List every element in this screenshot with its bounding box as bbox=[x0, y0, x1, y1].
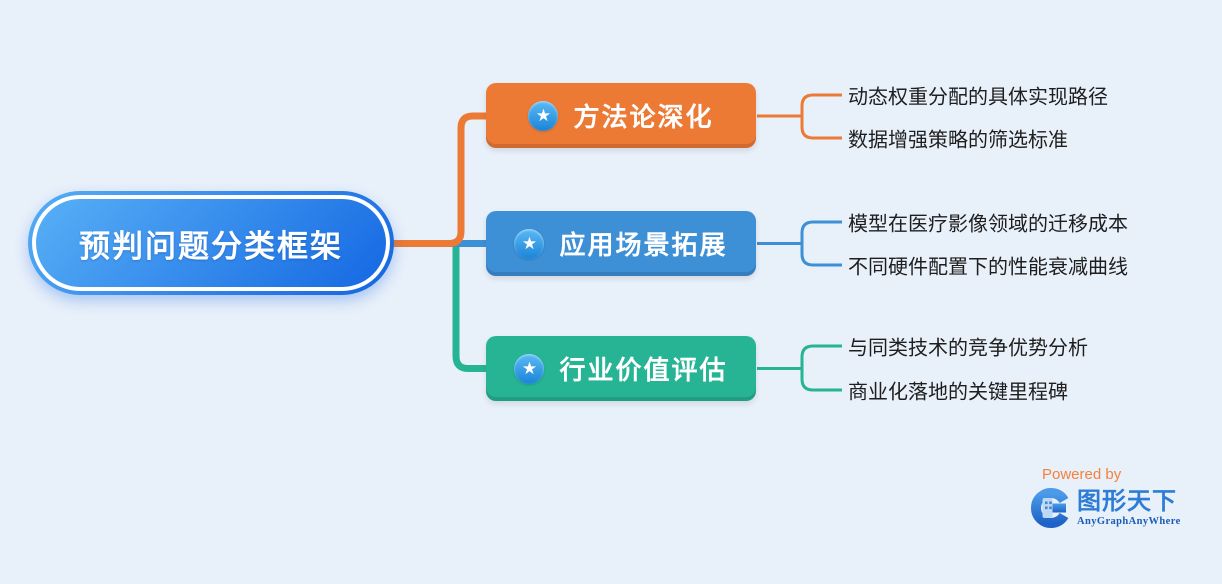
leaf-node-methodology-2[interactable]: 数据增强策略的筛选标准 bbox=[848, 129, 1068, 152]
star-icon: ★ bbox=[514, 353, 545, 384]
leaf-node-scenarios-2[interactable]: 不同硬件配置下的性能衰减曲线 bbox=[848, 256, 1128, 279]
brand-link[interactable]: 图形天下 AnyGraphAnyWhere bbox=[1077, 487, 1181, 527]
leaf-node-methodology-1[interactable]: 动态权重分配的具体实现路径 bbox=[848, 86, 1108, 109]
branch-label-methodology: 方法论深化 bbox=[573, 102, 714, 132]
star-icon: ★ bbox=[514, 228, 545, 259]
leaf-node-value-1[interactable]: 与同类技术的竞争优势分析 bbox=[848, 337, 1088, 360]
leaf-bracket-value bbox=[800, 344, 842, 392]
branch-node-scenarios[interactable]: ★ 应用场景拓展 bbox=[486, 211, 756, 276]
leaf-bracket-methodology bbox=[800, 93, 842, 140]
brand-tagline: AnyGraphAnyWhere bbox=[1077, 515, 1181, 527]
brand-g-logo-icon[interactable] bbox=[1030, 487, 1072, 529]
branch-node-methodology[interactable]: ★ 方法论深化 bbox=[486, 83, 756, 148]
root-node-inner: 预判问题分类框架 bbox=[32, 195, 390, 291]
leaf-node-scenarios-1[interactable]: 模型在医疗影像领域的迁移成本 bbox=[848, 213, 1128, 236]
root-connector-methodology bbox=[391, 112, 488, 247]
root-connector-value bbox=[452, 244, 488, 372]
root-node[interactable]: 预判问题分类框架 bbox=[28, 191, 394, 295]
leaf-bracket-scenarios bbox=[800, 220, 842, 267]
root-node-label: 预判问题分类框架 bbox=[79, 228, 343, 264]
powered-by-label: Powered by bbox=[1042, 466, 1122, 483]
branch-label-value: 行业价值评估 bbox=[559, 355, 728, 385]
brand-name: 图形天下 bbox=[1077, 487, 1177, 515]
star-icon: ★ bbox=[528, 100, 559, 131]
leaf-node-value-2[interactable]: 商业化落地的关键里程碑 bbox=[848, 381, 1068, 404]
footer-watermark: Powered by 图形天下 AnyGraphAnyWh bbox=[1030, 466, 1181, 529]
branch-label-scenarios: 应用场景拓展 bbox=[559, 230, 728, 260]
branch-node-value[interactable]: ★ 行业价值评估 bbox=[486, 336, 756, 401]
